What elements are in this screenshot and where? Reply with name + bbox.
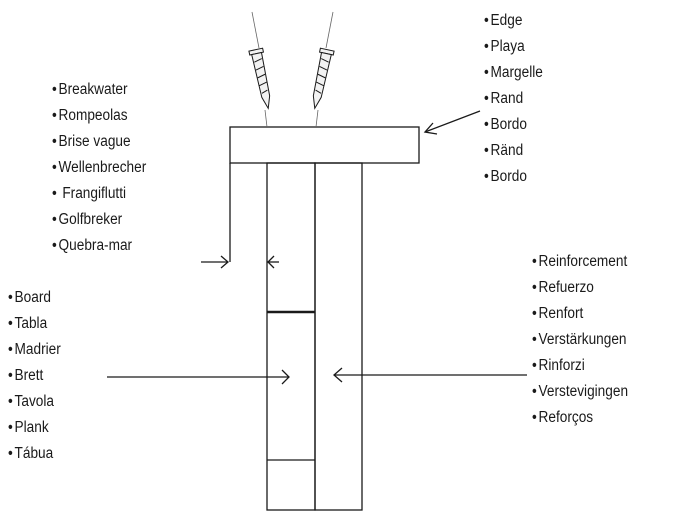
breakwater-term: Brise vague <box>52 129 146 155</box>
arrow-board-icon <box>107 369 290 385</box>
board-term: Brett <box>8 363 61 389</box>
screw-left-guide <box>251 11 260 49</box>
board-term: Madrier <box>8 337 61 363</box>
board-term: Tavola <box>8 389 61 415</box>
edge-plank <box>229 126 420 164</box>
arrow-reinforcement-icon <box>333 367 527 383</box>
board-term: Board <box>8 285 61 311</box>
screw-right-guide-lower <box>315 109 319 128</box>
reinforcement-term: Reinforcement <box>532 249 628 275</box>
arrow-breakwater-icon <box>201 255 229 269</box>
breakwater-term: Quebra-mar <box>52 233 146 259</box>
board-term: Tábua <box>8 441 61 467</box>
edge-term: Edge <box>484 8 543 34</box>
breakwater-term-list: Breakwater Rompeolas Brise vague Wellenb… <box>52 77 147 259</box>
breakwater-term: Wellenbrecher <box>52 155 147 181</box>
edge-term: Bordo <box>484 112 543 138</box>
reinforcement-term: Refuerzo <box>532 275 628 301</box>
screw-left-icon <box>248 47 271 110</box>
board-term-list: Board Tabla Madrier Brett Tavola Plank T… <box>8 285 61 467</box>
board-term: Plank <box>8 415 61 441</box>
reinforcement-column <box>314 162 363 511</box>
edge-term: Rand <box>484 86 543 112</box>
edge-term-list: Edge Playa Margelle Rand Bordo Ränd Bord… <box>484 8 543 190</box>
screws <box>248 11 335 128</box>
screw-right-guide <box>325 11 334 49</box>
reinforcement-term: Verstärkungen <box>532 327 628 353</box>
arrow-breakwater-inner-icon <box>267 255 279 269</box>
edge-term: Bordo <box>484 164 543 190</box>
breakwater-term: Rompeolas <box>52 103 146 129</box>
reinforcement-term: Verstevigingen <box>532 379 628 405</box>
reinforcement-term-list: Reinforcement Refuerzo Renfort Verstärku… <box>532 249 628 431</box>
edge-term: Margelle <box>484 60 543 86</box>
reinforcement-term: Rinforzi <box>532 353 628 379</box>
breakwater-term: Golfbreker <box>52 207 146 233</box>
reinforcement-term: Renfort <box>532 301 628 327</box>
screw-left-guide-lower <box>264 109 268 128</box>
board-term: Tabla <box>8 311 61 337</box>
screw-right-icon <box>312 47 335 110</box>
reinforcement-term: Reforços <box>532 405 628 431</box>
edge-term: Ränd <box>484 138 543 164</box>
board-column <box>266 162 316 511</box>
edge-term: Playa <box>484 34 543 60</box>
arrow-edge-icon <box>423 110 481 135</box>
breakwater-term: Breakwater <box>52 77 146 103</box>
breakwater-term: Frangiflutti <box>52 181 146 207</box>
